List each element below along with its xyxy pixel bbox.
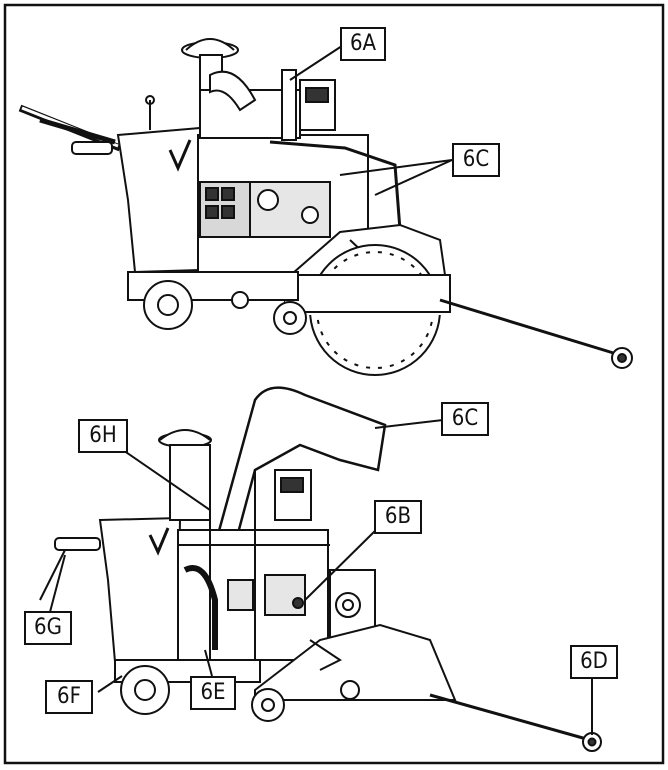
callout-6D: 6D [570,645,618,679]
callout-6C-top: 6C [452,143,500,177]
callout-6C-bottom: 6C [441,402,489,436]
callout-6A: 6A [340,27,386,61]
callout-6E: 6E [190,676,236,710]
callout-6G: 6G [24,611,72,645]
callout-6H: 6H [78,419,128,453]
leader-lines [49,41,593,735]
saw-side-view-top [18,38,633,376]
callout-6F: 6F [45,680,93,714]
callout-6B: 6B [374,500,422,534]
